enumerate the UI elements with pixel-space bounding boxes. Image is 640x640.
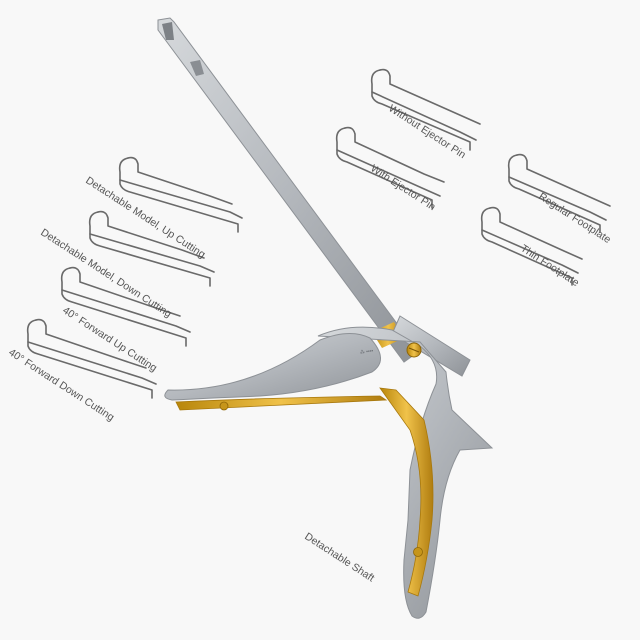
gold-spring	[175, 395, 388, 411]
label-with-ejector-pin: With Ejector Pin	[368, 162, 437, 213]
tip-with-ejector-pin-icon	[335, 126, 445, 209]
tip-regular-footplate-icon	[507, 153, 611, 233]
tip-40-forward-up-cutting-icon	[60, 266, 191, 347]
tip-without-ejector-pin-icon	[370, 68, 481, 151]
label-40-forward-up-cutting: 40° Forward Up Cutting	[60, 304, 159, 374]
fixed-handle	[164, 333, 381, 401]
label-thin-footplate: Thin Footplate	[518, 242, 581, 289]
rongeur-instrument: ⁂ ▪▪▪▪	[157, 17, 494, 619]
tip-detachable-up-cutting-icon	[118, 156, 243, 233]
tip-thin-footplate-icon	[480, 206, 583, 286]
label-40-forward-down-cutting: 40° Forward Down Cutting	[6, 346, 116, 423]
label-detachable-shaft: Detachable Shaft	[302, 530, 376, 584]
svg-text:⁂ ▪▪▪▪: ⁂ ▪▪▪▪	[359, 348, 373, 356]
tip-detachable-down-cutting-icon	[88, 210, 215, 287]
label-without-ejector-pin: Without Ejector Pin	[386, 102, 468, 161]
tip-40-forward-down-cutting-icon	[26, 318, 157, 399]
